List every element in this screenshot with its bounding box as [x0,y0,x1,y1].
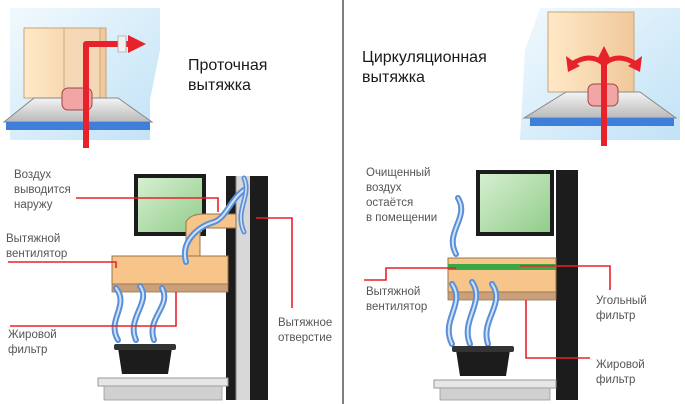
right-schematic [364,170,611,401]
left-title: Проточная вытяжка [188,57,268,94]
right-label-grease-filter: Жировой фильтр [596,359,645,386]
right-hood-chimney [547,11,635,93]
left-hood-ledge [111,283,229,293]
right-line-fan [364,267,456,281]
right-carbon-filter [448,264,556,270]
left-label-exhaust-hole: Вытяжное отверстие [278,317,333,344]
right-hood-illustration [520,8,680,146]
left-stove [97,377,229,387]
right-pot [456,350,510,376]
left-pot [118,348,172,374]
right-line-carbon [520,265,611,290]
right-hood-body [447,257,557,293]
right-label-clean-air: Очищенный воздух остаётся в помещении [366,167,438,224]
left-label-grease-filter: Жировой фильтр [8,329,57,356]
left-line-air-out [76,197,219,212]
left-hood-illustration [2,8,160,148]
left-airflow-arrow [83,41,130,148]
left-duct-channel [185,213,237,257]
left-line-grease [10,292,177,327]
right-title: Циркуляционная вытяжка [362,49,487,86]
right-label-fan: Вытяжной вентилятор [366,286,428,313]
right-airflow-center-head [596,46,612,62]
right-wall [556,170,578,400]
right-stove [433,379,557,389]
right-line-grease [525,300,590,359]
right-airflow-right [602,55,638,67]
left-line-fan [8,261,117,268]
left-hood-body [111,255,229,285]
right-upper-cabinet [476,170,554,236]
left-airflow-arrowhead [128,35,146,53]
left-label-air-out: Воздух выводится наружу [14,169,71,211]
right-label-carbon-filter: Угольный фильтр [596,295,647,322]
left-hood-filter-strip [6,122,150,130]
left-label-fan: Вытяжной вентилятор [6,233,68,260]
left-line-exhaust [256,217,293,308]
left-schematic [8,174,293,401]
right-hood-ledge [447,291,557,301]
right-airflow-left [570,55,606,67]
